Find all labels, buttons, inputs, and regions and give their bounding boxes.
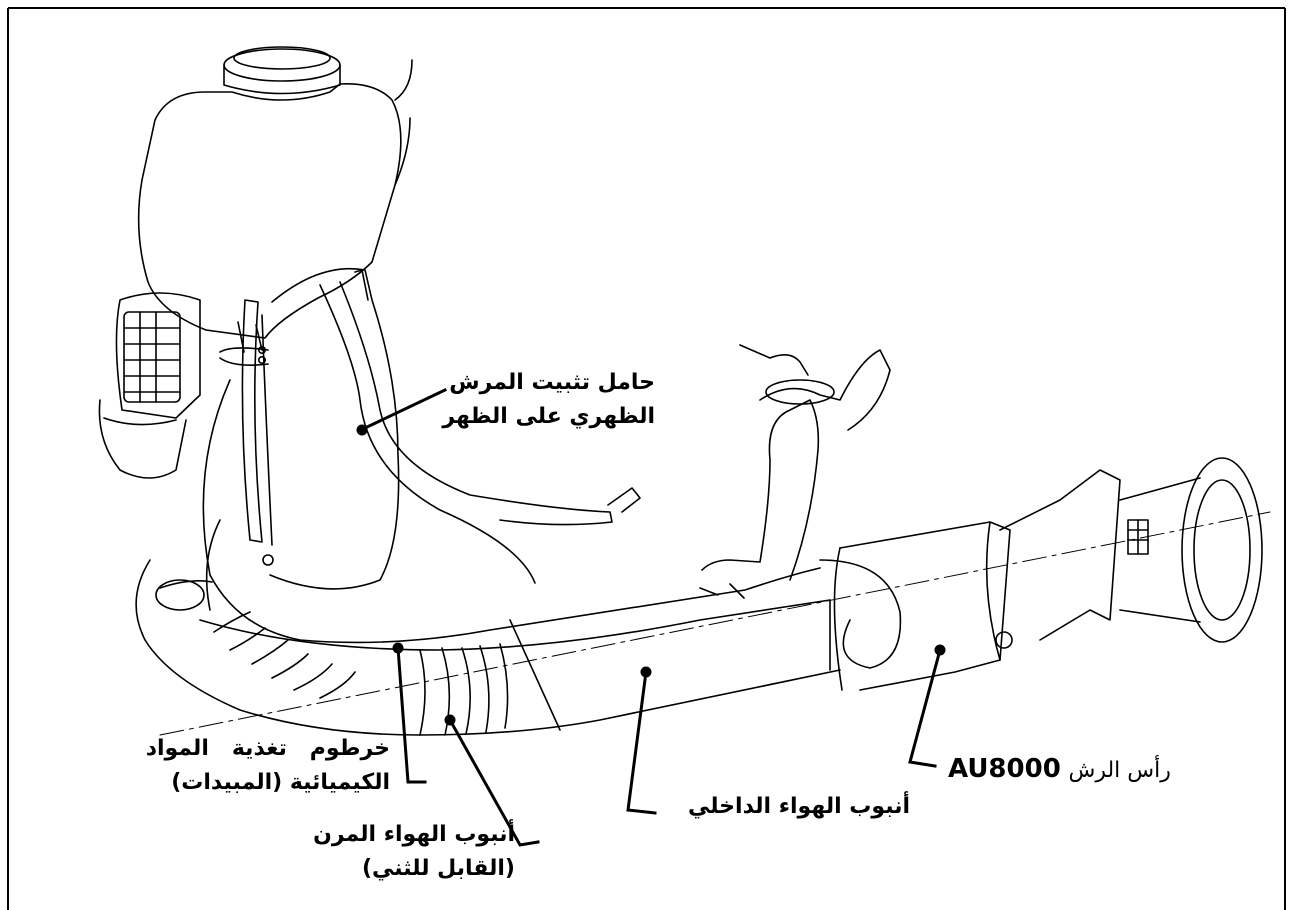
label-harness: حامل تثبيت المرش الظهري على الظهر <box>380 366 655 434</box>
label-flexible-air-tube-line2: (القابل للثني) <box>230 852 515 886</box>
leader-inner-tube <box>628 672 655 813</box>
leader-feed-hose-dot <box>394 644 402 652</box>
axis-line <box>160 512 1270 735</box>
spray-head <box>830 458 1262 690</box>
leader-inner-tube-dot <box>642 668 650 676</box>
label-feed-hose-line2: الكيميائية (المبيدات) <box>30 766 390 800</box>
leader-feed-hose <box>398 648 425 782</box>
label-flexible-air-tube-line1: أنبوب الهواء المرن <box>230 818 515 852</box>
leader-harness-dot <box>358 426 366 434</box>
leader-spray-head-dot <box>936 646 944 654</box>
label-harness-line2: الظهري على الظهر <box>380 400 655 434</box>
label-spray-head-prefix: رأس الرش <box>1068 758 1170 783</box>
air-duct <box>136 520 840 735</box>
leader-flexible-tube-dot <box>446 716 454 724</box>
label-inner-air-tube: أنبوب الهواء الداخلي <box>660 790 910 824</box>
label-flexible-air-tube: أنبوب الهواء المرن (القابل للثني) <box>230 818 515 886</box>
label-feed-hose: خرطوم تغذية المواد الكيميائية (المبيدات) <box>30 732 390 800</box>
chemical-tank <box>139 84 401 338</box>
leader-spray-head <box>910 650 940 766</box>
backpack-frame <box>242 269 398 589</box>
label-harness-line1: حامل تثبيت المرش <box>380 366 655 400</box>
label-spray-head-model: AU8000 <box>948 754 1061 784</box>
label-feed-hose-line1: خرطوم تغذية المواد <box>30 732 390 766</box>
mount-ring <box>820 560 1012 668</box>
label-inner-air-tube-text: أنبوب الهواء الداخلي <box>660 790 910 824</box>
tank-lid <box>224 47 340 94</box>
hand-lance <box>700 345 890 598</box>
label-spray-head: AU8000 رأس الرش <box>948 752 1218 788</box>
